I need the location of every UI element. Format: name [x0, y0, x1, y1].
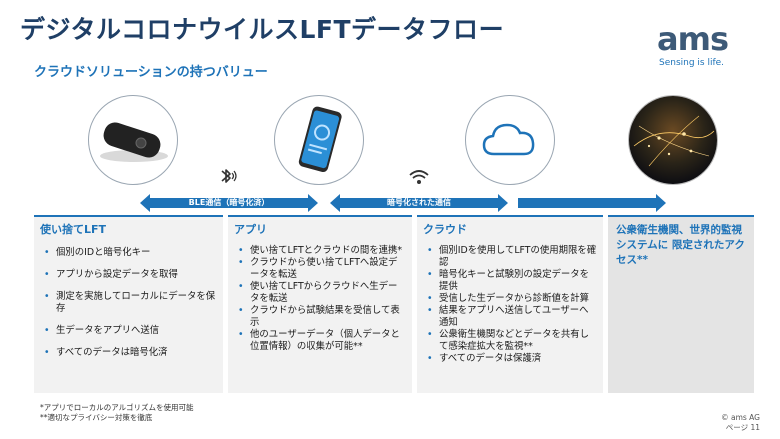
- list-item: 個別IDを使用してLFTの使用期限を確認: [427, 245, 597, 269]
- logo-mark: ams: [657, 20, 729, 58]
- copyright: © ams AG ページ 11: [721, 413, 760, 433]
- lft-device-circle: [88, 95, 178, 185]
- cloud-column-heading: クラウド: [423, 223, 467, 236]
- cloud-icon: [482, 123, 535, 156]
- list-item: 使い捨てLFTとクラウドの間を連携*: [238, 245, 406, 257]
- footnote-2: **適切なプライバシー対策を徹底: [40, 413, 153, 422]
- smartphone-circle: [274, 95, 364, 185]
- footnote-1: *アプリでローカルのアルゴリズムを使用可能: [40, 403, 194, 412]
- cloud-column: クラウド 個別IDを使用してLFTの使用期限を確認 暗号化キーと試験別の設定デー…: [417, 215, 603, 393]
- cloud-circle: [465, 95, 555, 185]
- lft-device-icon: [100, 122, 168, 162]
- list-item: すべてのデータは暗号化済: [44, 347, 217, 359]
- ble-arrow: BLE通信（暗号化済）: [140, 194, 318, 212]
- logo-tagline: Sensing is life.: [659, 58, 725, 68]
- list-item: クラウドから使い捨てLFTへ設定データを転送: [238, 257, 406, 281]
- list-item: すべてのデータは保護済: [427, 353, 597, 365]
- list-item: クラウドから試験結果を受信して表示: [238, 305, 406, 329]
- page-number: ページ 11: [725, 423, 760, 432]
- lft-column: 使い捨てLFT 個別のIDと暗号化キー アプリから設定データを取得 測定を実施し…: [34, 215, 223, 393]
- list-item: 結果をアプリへ送信してユーザーへ通知: [427, 305, 597, 329]
- footnotes: *アプリでローカルのアルゴリズムを使用可能 **適切なプライバシー対策を徹底: [40, 403, 194, 423]
- globe-circle: [628, 95, 718, 185]
- access-column: 公衆衛生機関、世界的監視システムに 限定されたアクセス**: [608, 215, 754, 393]
- list-item: アプリから設定データを取得: [44, 269, 217, 281]
- access-arrow: [518, 194, 666, 212]
- globe-network-icon: [629, 96, 717, 184]
- access-text: 公衆衛生機関、世界的監視システムに 限定されたアクセス**: [616, 224, 745, 266]
- page-subtitle: クラウドソリューションの持つバリュー: [34, 65, 268, 80]
- page-title: デジタルコロナウイルスLFTデータフロー: [20, 15, 505, 44]
- encrypted-arrow: 暗号化された通信: [330, 194, 508, 212]
- wifi-icon: [409, 170, 429, 184]
- list-item: 公衆衛生機関などとデータを共有して感染症拡大を監視**: [427, 329, 597, 353]
- list-item: 他のユーザーデータ（個人データと位置情報）の収集が可能**: [238, 329, 406, 353]
- ble-arrow-label: BLE通信（暗号化済）: [188, 198, 270, 207]
- list-item: 測定を実施してローカルにデータを保存: [44, 291, 217, 315]
- smartphone-icon: [298, 106, 342, 172]
- list-item: 暗号化キーと試験別の設定データを提供: [427, 269, 597, 293]
- encrypted-arrow-label: 暗号化された通信: [387, 198, 451, 207]
- app-column-heading: アプリ: [234, 223, 267, 236]
- list-item: 個別のIDと暗号化キー: [44, 247, 217, 259]
- list-item: 受信した生データから診断値を計算: [427, 293, 597, 305]
- list-item: 生データをアプリへ送信: [44, 325, 217, 337]
- ams-logo: ams Sensing is life.: [657, 22, 757, 72]
- list-item: 使い捨てLFTからクラウドへ生データを転送: [238, 281, 406, 305]
- lft-column-heading: 使い捨てLFT: [40, 223, 107, 236]
- copyright-company: © ams AG: [721, 413, 760, 422]
- bluetooth-icon: [221, 169, 237, 183]
- app-column: アプリ 使い捨てLFTとクラウドの間を連携* クラウドから使い捨てLFTへ設定デ…: [228, 215, 412, 393]
